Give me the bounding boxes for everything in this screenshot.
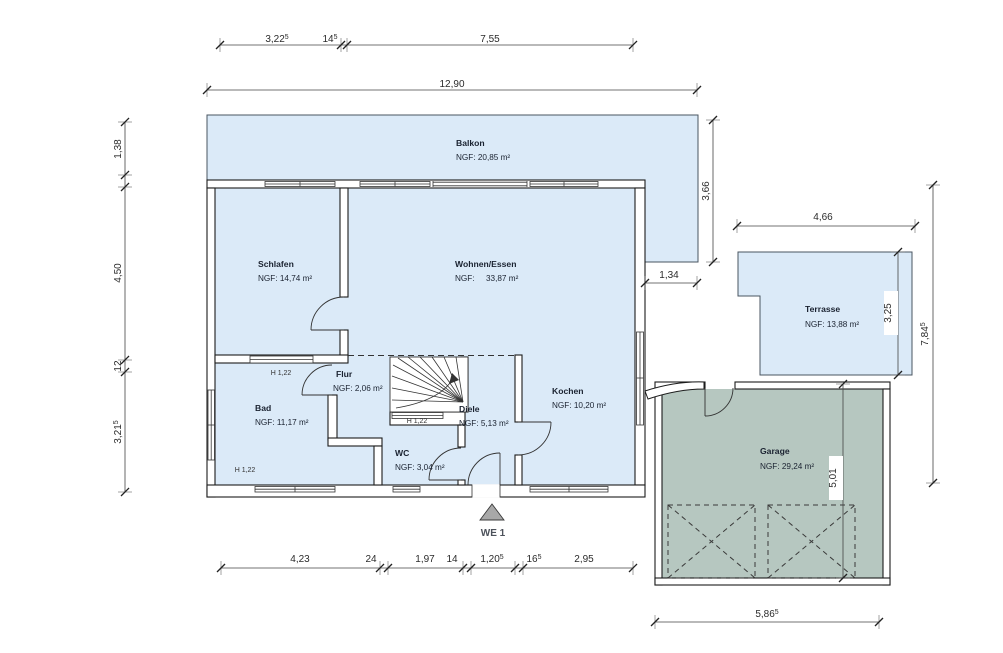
room-area-flur: NGF: 2,06 m² — [333, 384, 383, 393]
dim-label: 3,66 — [701, 181, 712, 201]
sill-height-label: H 1,22 — [235, 467, 256, 474]
door-kochen — [517, 421, 552, 456]
dim-label: 12 — [113, 360, 124, 372]
window-symbol — [249, 355, 314, 364]
sill-height-label: H 1,22 — [271, 370, 292, 377]
dim-label: 4,50 — [113, 263, 124, 283]
room-area-diele: NGF: 5,13 m² — [459, 419, 509, 428]
dimension-lines: 3,225 145 7,55 12,90 1,38 4,50 12 3,215 … — [113, 34, 941, 630]
dim-label: 14 — [446, 554, 458, 565]
door-wc — [428, 447, 462, 481]
stair-direction-arrow-icon — [449, 373, 459, 384]
unit-label: WE 1 — [481, 528, 506, 539]
garage-connector-wall — [644, 381, 705, 400]
room-terrasse — [737, 251, 913, 376]
dim-label: 145 — [322, 34, 337, 45]
dim-label: 3,225 — [265, 34, 288, 45]
dim-label: 24 — [365, 554, 377, 565]
dim-label: 12,90 — [439, 79, 464, 90]
terrace-door-symbol — [432, 181, 528, 187]
room-area-bad: NGF: 11,17 m² — [255, 418, 309, 427]
room-area-label-wohnen-essen: NGF: — [455, 274, 475, 283]
dim-label: 4,66 — [813, 212, 833, 223]
room-name-balkon: Balkon — [456, 138, 485, 148]
dim-label: 7,845 — [920, 322, 931, 345]
room-name-flur: Flur — [336, 369, 353, 379]
door-schlafen — [310, 296, 345, 331]
parking-space-marker — [667, 504, 756, 579]
parking-space-marker — [767, 504, 856, 579]
dim-label: 1,38 — [113, 139, 124, 159]
sill-height-label: H 1,22 — [407, 418, 428, 425]
window-symbol — [254, 486, 336, 493]
house-floor — [215, 188, 635, 485]
room-garage — [644, 381, 891, 586]
room-area-kochen: NGF: 10,20 m² — [552, 401, 606, 410]
dim-label: 1,34 — [659, 270, 679, 281]
room-area-wc: NGF: 3,04 m² — [395, 463, 445, 472]
room-name-diele: Diele — [459, 404, 480, 414]
windows — [207, 181, 644, 493]
stairs-icon — [389, 356, 469, 413]
room-area-value-wohnen-essen: 33,87 m² — [486, 274, 519, 283]
door-bad — [301, 364, 333, 396]
window-symbol — [636, 331, 644, 426]
doors — [301, 296, 552, 498]
dim-label: 4,23 — [290, 554, 310, 565]
room-name-garage: Garage — [760, 446, 790, 456]
room-name-schlafen: Schlafen — [258, 259, 294, 269]
entrance-marker: WE 1 — [479, 503, 506, 539]
window-symbol — [264, 181, 336, 187]
window-symbol — [207, 389, 215, 461]
window-symbol — [391, 412, 444, 419]
room-name-terrasse: Terrasse — [805, 304, 840, 314]
dim-label: 5,01 — [828, 468, 839, 488]
window-symbol — [359, 181, 431, 187]
room-area-balkon: NGF: 20,85 m² — [456, 153, 510, 162]
dim-label: 1,97 — [415, 554, 435, 565]
dim-label: 3,25 — [883, 303, 894, 323]
door-entrance — [467, 452, 501, 498]
room-area-schlafen: NGF: 14,74 m² — [258, 274, 312, 283]
dim-label: 1,205 — [480, 554, 503, 565]
room-labels: Balkon NGF: 20,85 m² Schlafen NGF: 14,74… — [235, 138, 860, 474]
window-symbol — [529, 486, 609, 493]
room-name-bad: Bad — [255, 403, 271, 413]
room-area-garage: NGF: 29,24 m² — [760, 462, 814, 471]
dim-label: 7,55 — [480, 34, 500, 45]
room-name-wohnen-essen: Wohnen/Essen — [455, 259, 516, 269]
door-garage — [704, 387, 734, 417]
dim-label: 5,865 — [755, 609, 778, 620]
room-name-wc: WC — [395, 448, 409, 458]
dim-label: 3,215 — [113, 420, 124, 443]
room-area-terrasse: NGF: 13,88 m² — [805, 320, 859, 329]
window-symbol — [529, 181, 599, 187]
room-name-kochen: Kochen — [552, 386, 584, 396]
window-symbol — [392, 486, 421, 493]
dim-label: 2,95 — [574, 554, 594, 565]
entrance-triangle-icon — [479, 503, 505, 521]
dim-label: 165 — [526, 554, 541, 565]
